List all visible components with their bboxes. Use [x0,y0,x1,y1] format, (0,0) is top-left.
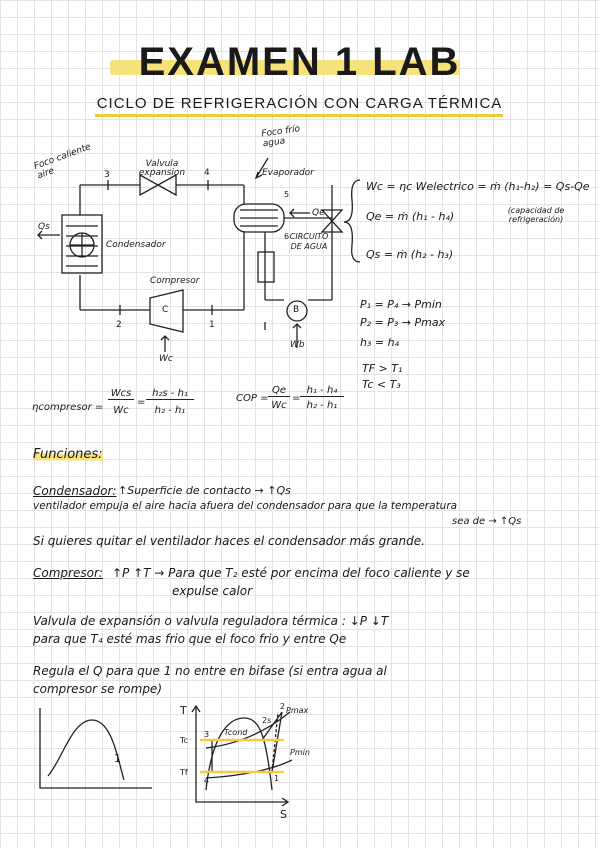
graph2-tc-label: Tc [180,736,188,745]
graph2-s-axis-label: S [280,808,287,821]
graph2-point-1: 1 [274,774,280,783]
eq-qe-note: (capacidad de refrigeración) [507,206,565,224]
eq-qs: Qs = ṁ (h₂ - h₃) [366,248,454,261]
cop-den: Wc [271,400,287,411]
graph2-pmin-label: Pmin [290,748,310,757]
eq-tf: TF > T₁ [362,362,403,375]
circuito-agua-label: CIRCUITO DE AGUA [289,232,329,251]
graph2-point-4: 4 [204,776,210,785]
valvula-line1: Valvula de expansión o valvula regulador… [33,614,389,628]
valvula-label: Valvula expansion [138,159,186,178]
cop-lhs: COP = [236,393,269,404]
graph2-point-3: 3 [204,730,210,739]
compresor-text: ↑P ↑T → Para que T₂ esté por encima del … [112,566,470,580]
state-4-label: 4 [204,168,210,178]
graph2-pmax-label: Pmax [286,706,309,715]
funciones-heading: Funciones: [33,447,103,462]
wc-label: Wc [159,354,173,364]
state-1-label: 1 [209,320,215,330]
eq-p1: P₁ = P₄ → Pmin [360,298,442,311]
wb-label: Wb [290,340,305,350]
page-subtitle: CICLO DE REFRIGERACIÓN CON CARGA TÉRMICA [96,95,503,112]
graph2-tcond-label: Tcond [224,728,248,737]
state-6-label: 6 [284,232,290,241]
valvula-line2: para que T₄ esté mas frio que el foco fr… [33,632,347,646]
evaporador-label: Evaporador [262,168,314,178]
qe-label: Qe [312,208,325,218]
eq-wc: Wc = ηc Welectrico = ṁ (h₁-h₂) = Qs-Qe [366,180,590,193]
cop-num: Qe [268,385,290,397]
condensador-label: Condensador [106,240,166,250]
eta-den2: h₂ - h₁ [154,405,186,416]
qs-label: Qs [38,222,50,232]
graph2-point-2: 2 [280,702,286,711]
state-3-label: 3 [104,170,110,180]
eq-qe: Qe = ṁ (h₁ - h₄) [366,210,455,223]
graph2-tf-label: Tf [180,768,188,777]
cop-eq: = [292,393,301,404]
condensador-line2: ventilador empuja el aire hacia afuera d… [33,500,458,512]
state-2-label: 2 [116,320,122,330]
eta-den: Wc [113,405,129,416]
eta-lhs: ηcompresor = [32,402,104,413]
condensador-line4: Si quieres quitar el ventilador haces el… [33,534,425,548]
regula-line2: compresor se rompe) [33,682,162,696]
regula-line1: Regula el Q para que 1 no entre en bifas… [33,664,387,678]
eta-num2: h₂s - h₁ [146,388,194,400]
condensador-text: ↑Superficie de contacto → ↑Qs [118,484,291,497]
state-5-label: 5 [284,190,290,199]
compresor-line2: expulse calor [172,584,253,598]
compresor-heading: Compresor: [33,566,103,580]
condensador-heading: Condensador: [33,484,117,498]
page-title: EXAMEN 1 LAB [138,40,461,84]
condensador-line3: sea de → ↑Qs [452,516,522,527]
compresor-label: Compresor [150,276,200,286]
cop-num2: h₁ - h₄ [300,385,344,397]
eq-h3: h₃ = h₄ [360,336,399,349]
eta-eq: = [137,397,146,408]
eq-tc: Tc < T₃ [362,378,401,391]
graph1-point-label: 1 [114,752,121,765]
title-highlight [110,60,460,75]
cop-den2: h₂ - h₁ [306,400,338,411]
eq-p2: P₂ = P₃ → Pmax [360,316,446,329]
eta-num: Wcs [108,388,134,400]
subtitle-underline [95,114,503,117]
graph2-t-axis-label: T [180,704,187,717]
graph2-point-2s: 2s [262,716,272,725]
pump-symbol: B [293,305,300,315]
compressor-symbol: C [162,305,169,315]
